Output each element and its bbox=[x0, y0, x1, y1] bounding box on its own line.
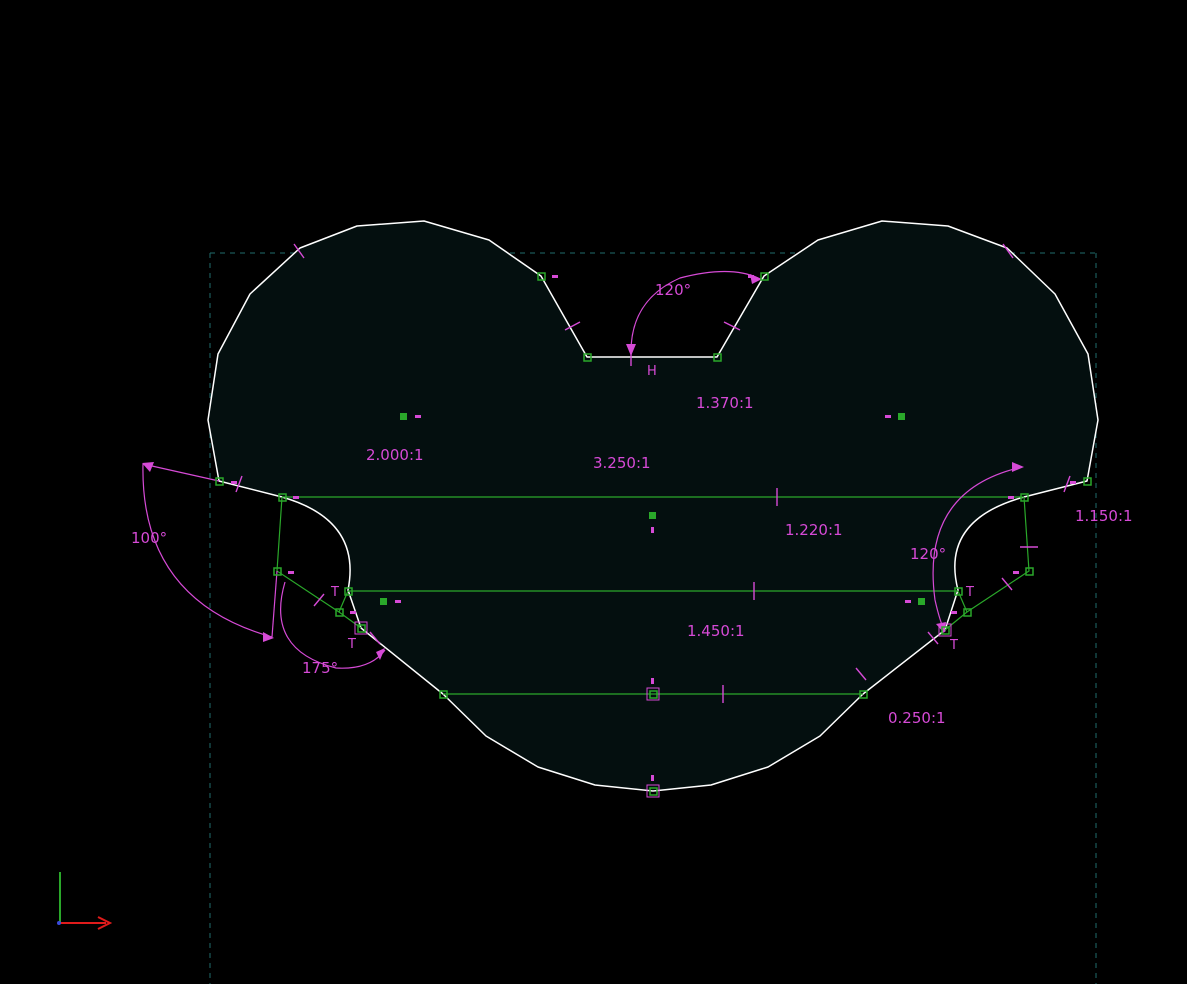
ratio-label: 2.000:1 bbox=[366, 446, 424, 464]
sketch-points[interactable] bbox=[215, 272, 1092, 796]
xy-axis-icon bbox=[57, 872, 113, 930]
angle-right-label: 120° bbox=[910, 545, 946, 563]
arrow-heads bbox=[142, 274, 1024, 660]
construction-lines bbox=[276, 496, 1030, 695]
ratio-label: 0.250:1 bbox=[888, 709, 946, 727]
angle-arcs bbox=[142, 270, 1023, 669]
angle-top-label: 120° bbox=[655, 281, 691, 299]
ratio-label: 3.250:1 bbox=[593, 454, 651, 472]
ratio-label: 1.150:1 bbox=[1075, 507, 1133, 525]
angle-left-label: 100° bbox=[131, 529, 167, 547]
tangent-marker-left-bottom: T bbox=[347, 637, 356, 652]
angle-left-bottom-label: 175° bbox=[302, 659, 338, 677]
constraint-labels: 120° 100° 175° 120° H T T T T bbox=[131, 281, 974, 677]
center-points[interactable] bbox=[380, 413, 925, 605]
ratio-label: 1.450:1 bbox=[687, 622, 745, 640]
coincident-markers bbox=[354, 621, 952, 798]
tangent-marker-right-bottom: T bbox=[949, 638, 958, 653]
profile-region[interactable] bbox=[207, 220, 1099, 792]
horizontal-marker: H bbox=[647, 364, 657, 379]
tangent-marker-left-top: T bbox=[330, 585, 339, 600]
point-constraint-glyphs bbox=[231, 275, 1076, 781]
tangent-marker-right-top: T bbox=[965, 585, 974, 600]
bounding-box bbox=[209, 252, 1097, 984]
ratio-label: 1.220:1 bbox=[785, 521, 843, 539]
ratio-label: 1.370:1 bbox=[696, 394, 754, 412]
ratio-labels: 2.000:1 3.250:1 1.370:1 1.220:1 1.150:1 … bbox=[366, 394, 1133, 727]
